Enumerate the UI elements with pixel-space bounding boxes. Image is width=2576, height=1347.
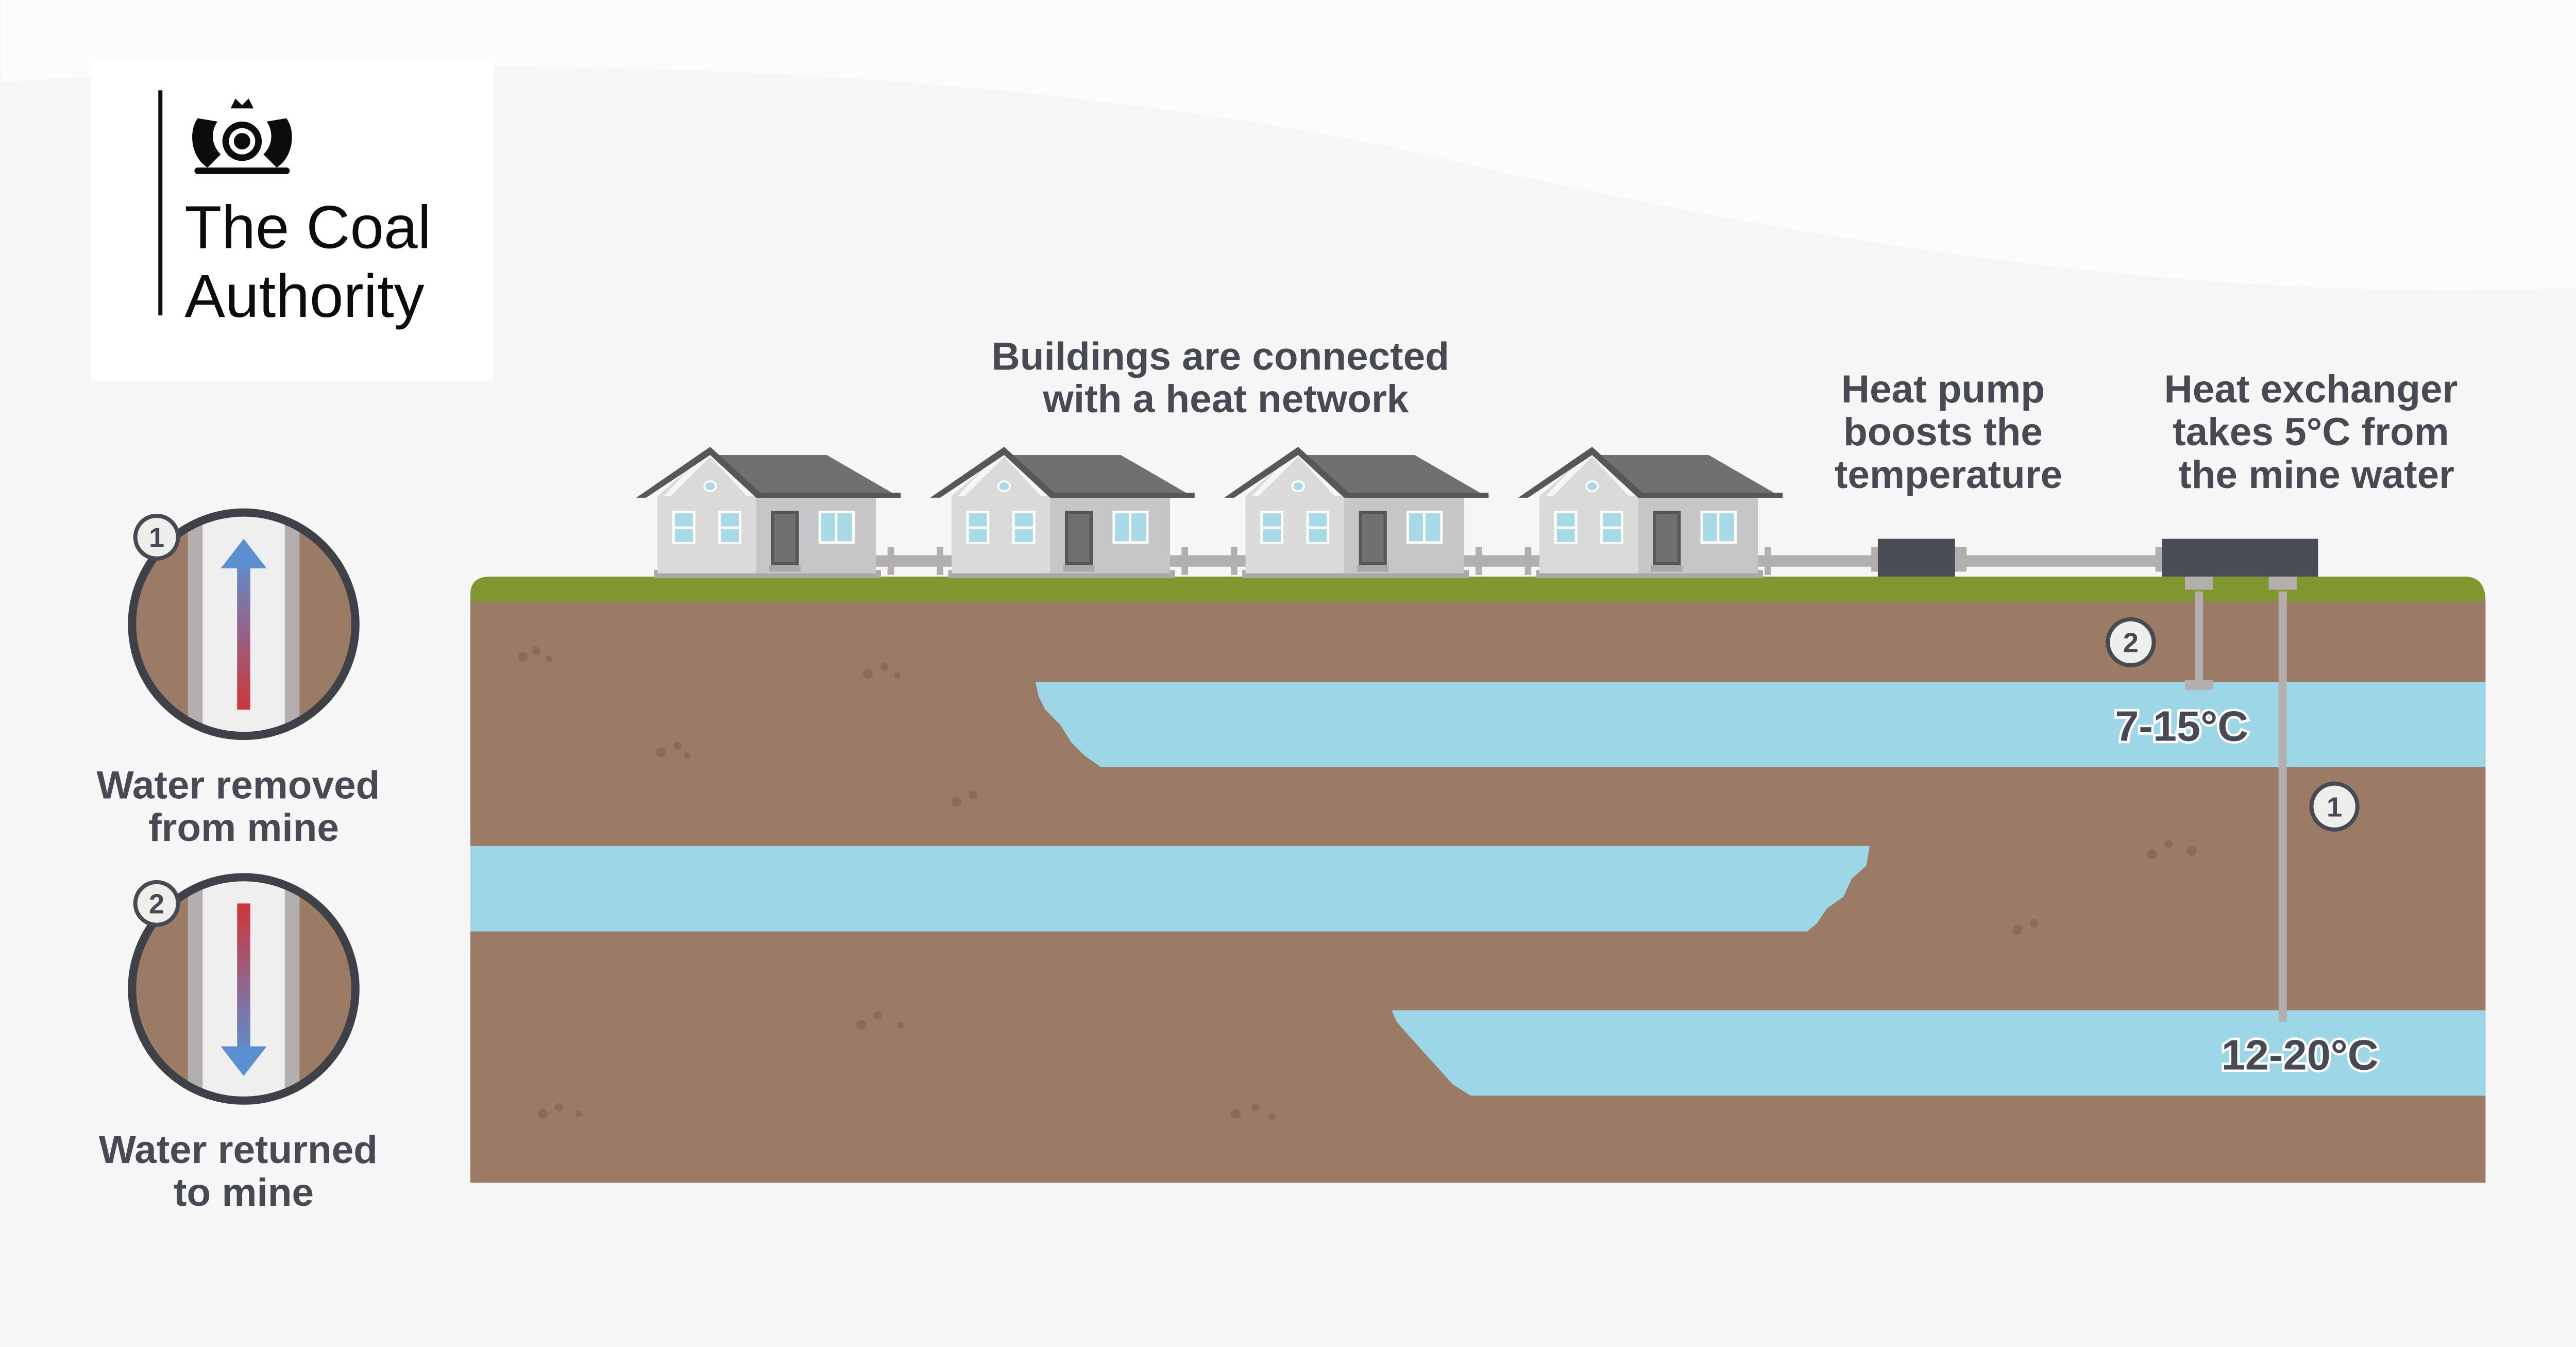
- heat-exchanger-unit: [2162, 538, 2318, 577]
- arrow-down-icon: [221, 903, 267, 1076]
- logo-line-1: The Coal: [184, 193, 431, 261]
- legend-item-water-returned: 2 Water returned to mine: [99, 873, 389, 1215]
- heat-exchanger-label: Heat exchanger takes 5°C from the mine w…: [2164, 367, 2469, 497]
- legend-item-water-removed: 1 Water removed from mine: [97, 508, 391, 850]
- svg-text:2: 2: [149, 888, 164, 919]
- grass-layer: [470, 576, 2486, 601]
- heat-pump-label: Heat pump boosts the temperature: [1835, 367, 2062, 497]
- background-wave: [1, 0, 2576, 291]
- logo-line-2: Authority: [184, 262, 424, 330]
- svg-text:1: 1: [2327, 792, 2342, 822]
- legend-label-removed: Water removed from mine: [97, 763, 391, 850]
- marker-1: 1: [2309, 781, 2360, 832]
- buildings-label: Buildings are connected with a heat netw…: [992, 334, 1461, 421]
- mine-water-layer-lower: [1392, 1010, 2486, 1096]
- temperature-upper: 7-15°C: [2115, 702, 2248, 750]
- temperature-lower: 12-20°C: [2222, 1031, 2379, 1079]
- logo-divider: [158, 90, 163, 316]
- heat-pump-unit: [1877, 538, 1955, 577]
- legend-label-returned: Water returned to mine: [99, 1128, 389, 1215]
- marker-2: 2: [2106, 617, 2156, 668]
- mine-water-layer-upper: [1035, 681, 2486, 767]
- ground-cross-section: [470, 576, 2486, 1183]
- mine-water-layer-middle: [470, 846, 1870, 932]
- svg-text:2: 2: [2123, 628, 2139, 659]
- arrow-up-icon: [221, 538, 267, 710]
- svg-text:1: 1: [149, 523, 164, 553]
- coal-authority-logo: The Coal Authority: [91, 59, 494, 381]
- rock-specks: [518, 646, 2197, 1121]
- royal-crest-icon: [192, 98, 292, 174]
